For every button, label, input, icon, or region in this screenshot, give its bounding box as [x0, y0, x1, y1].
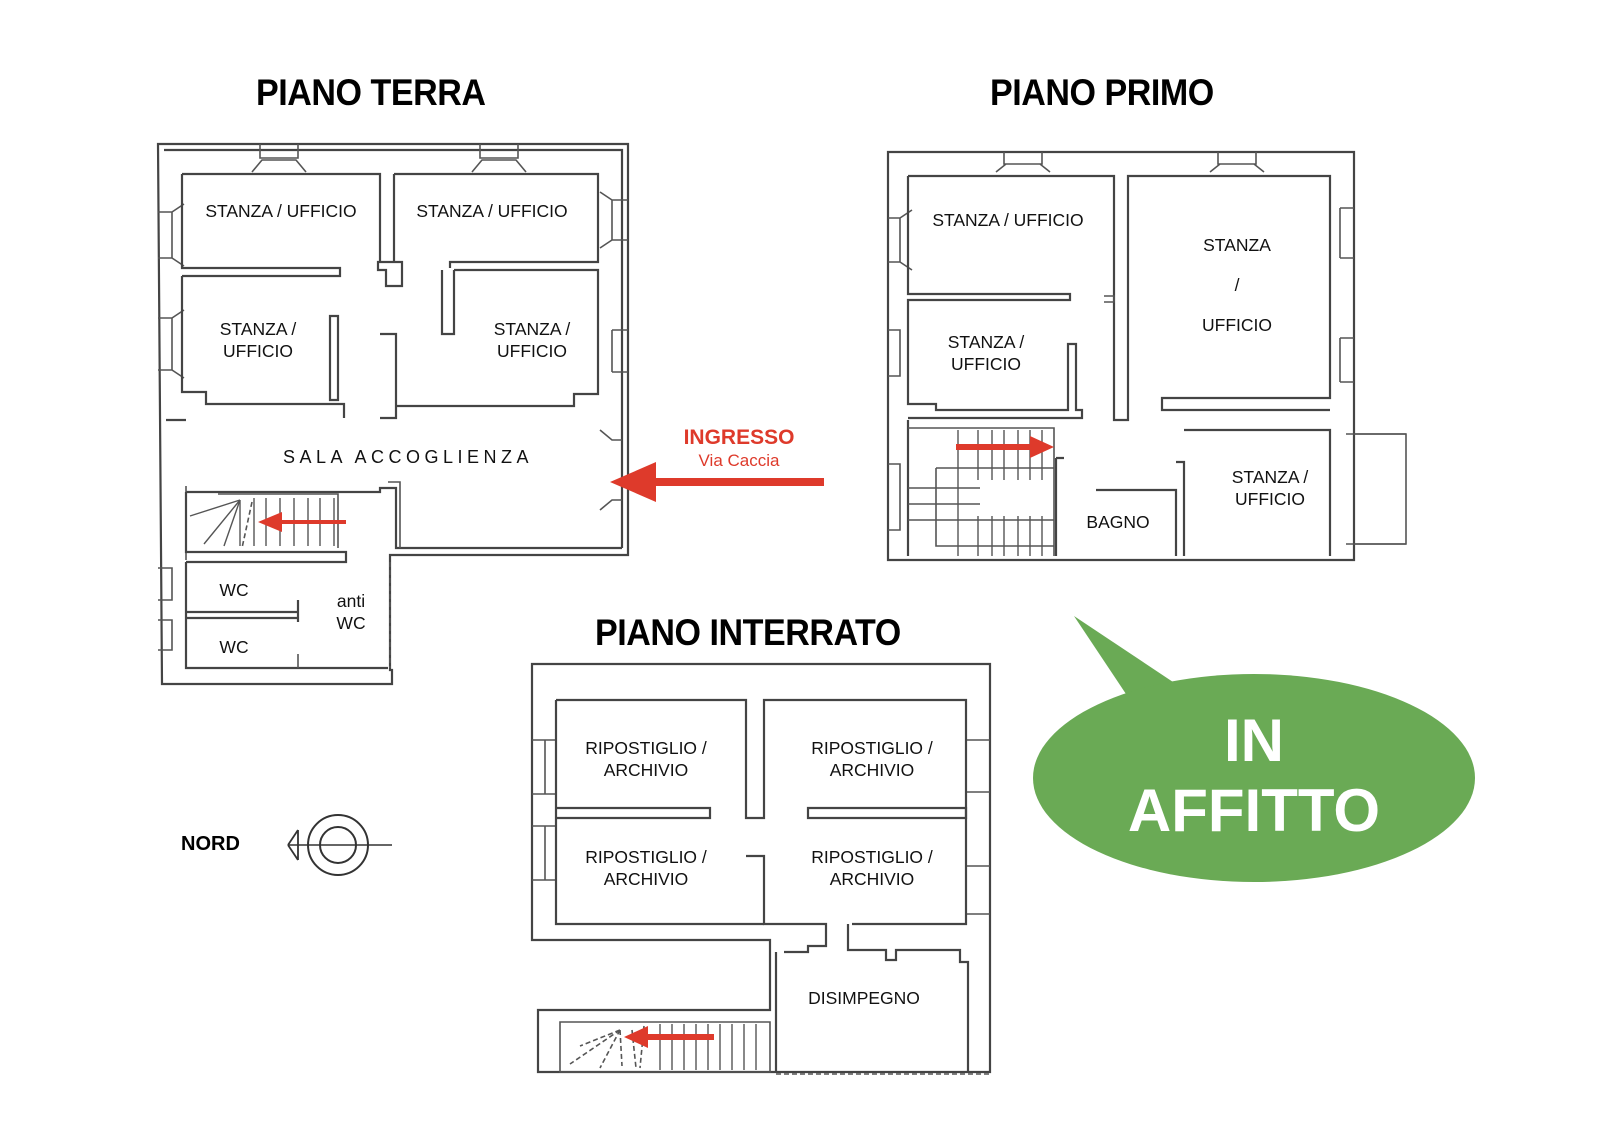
- ground-floor-plan: [156, 142, 630, 686]
- stair-arrow-icon: [624, 1026, 714, 1048]
- ground-room-label: STANZA / UFFICIO: [416, 201, 567, 221]
- for-rent-text: IN AFFITTO: [1094, 706, 1414, 846]
- ground-room-label: UFFICIO: [497, 341, 567, 361]
- basement-room-label: RIPOSTIGLIO /: [585, 847, 707, 867]
- first-room-label: BAGNO: [1086, 512, 1149, 532]
- basement-room-label: DISIMPEGNO: [808, 988, 920, 1008]
- first-room-label: UFFICIO: [1202, 315, 1272, 335]
- first-room-label: STANZA / UFFICIO: [932, 210, 1083, 230]
- stair-arrow-icon: [956, 436, 1054, 458]
- for-rent-badge: [1033, 616, 1475, 882]
- ground-room-label: WC: [219, 637, 248, 657]
- first-room-label: STANZA /: [948, 332, 1025, 352]
- basement-plan: [530, 662, 992, 1075]
- basement-title: PIANO INTERRATO: [595, 612, 901, 653]
- ground-room-label: anti: [337, 591, 365, 611]
- ground-hall-label: SALA ACCOGLIENZA: [283, 447, 533, 467]
- basement-room-label: ARCHIVIO: [604, 760, 689, 780]
- entrance-street: Via Caccia: [698, 451, 780, 470]
- first-room-label: UFFICIO: [1235, 489, 1305, 509]
- for-rent-line-2: AFFITTO: [1127, 777, 1381, 844]
- entrance-title: INGRESSO: [683, 426, 795, 449]
- ground-room-label: WC: [336, 613, 365, 633]
- ground-room-label: STANZA /: [494, 319, 571, 339]
- ground-floor-title: PIANO TERRA: [256, 72, 486, 113]
- stair-arrow-icon: [258, 512, 346, 532]
- basement-room-label: ARCHIVIO: [604, 869, 689, 889]
- ground-room-label: STANZA /: [220, 319, 297, 339]
- basement-room-label: RIPOSTIGLIO /: [811, 738, 933, 758]
- ground-room-label: UFFICIO: [223, 341, 293, 361]
- entrance-label: INGRESSO Via Caccia: [672, 426, 806, 471]
- first-floor-plan: [886, 150, 1407, 562]
- first-floor-title: PIANO PRIMO: [990, 72, 1214, 113]
- basement-room-label: RIPOSTIGLIO /: [585, 738, 707, 758]
- entrance-arrow-icon: [610, 462, 824, 502]
- first-room-label: STANZA: [1203, 235, 1271, 255]
- basement-room-label: ARCHIVIO: [830, 869, 915, 889]
- ground-room-label: WC: [219, 580, 248, 600]
- for-rent-line-1: IN: [1224, 707, 1284, 774]
- basement-room-label: ARCHIVIO: [830, 760, 915, 780]
- basement-room-label: RIPOSTIGLIO /: [811, 847, 933, 867]
- north-arrow-icon: [287, 814, 392, 876]
- ground-room-label: STANZA / UFFICIO: [205, 201, 356, 221]
- first-room-label: STANZA /: [1232, 467, 1309, 487]
- first-room-label: /: [1235, 275, 1240, 295]
- north-label: NORD: [181, 833, 240, 855]
- first-room-label: UFFICIO: [951, 354, 1021, 374]
